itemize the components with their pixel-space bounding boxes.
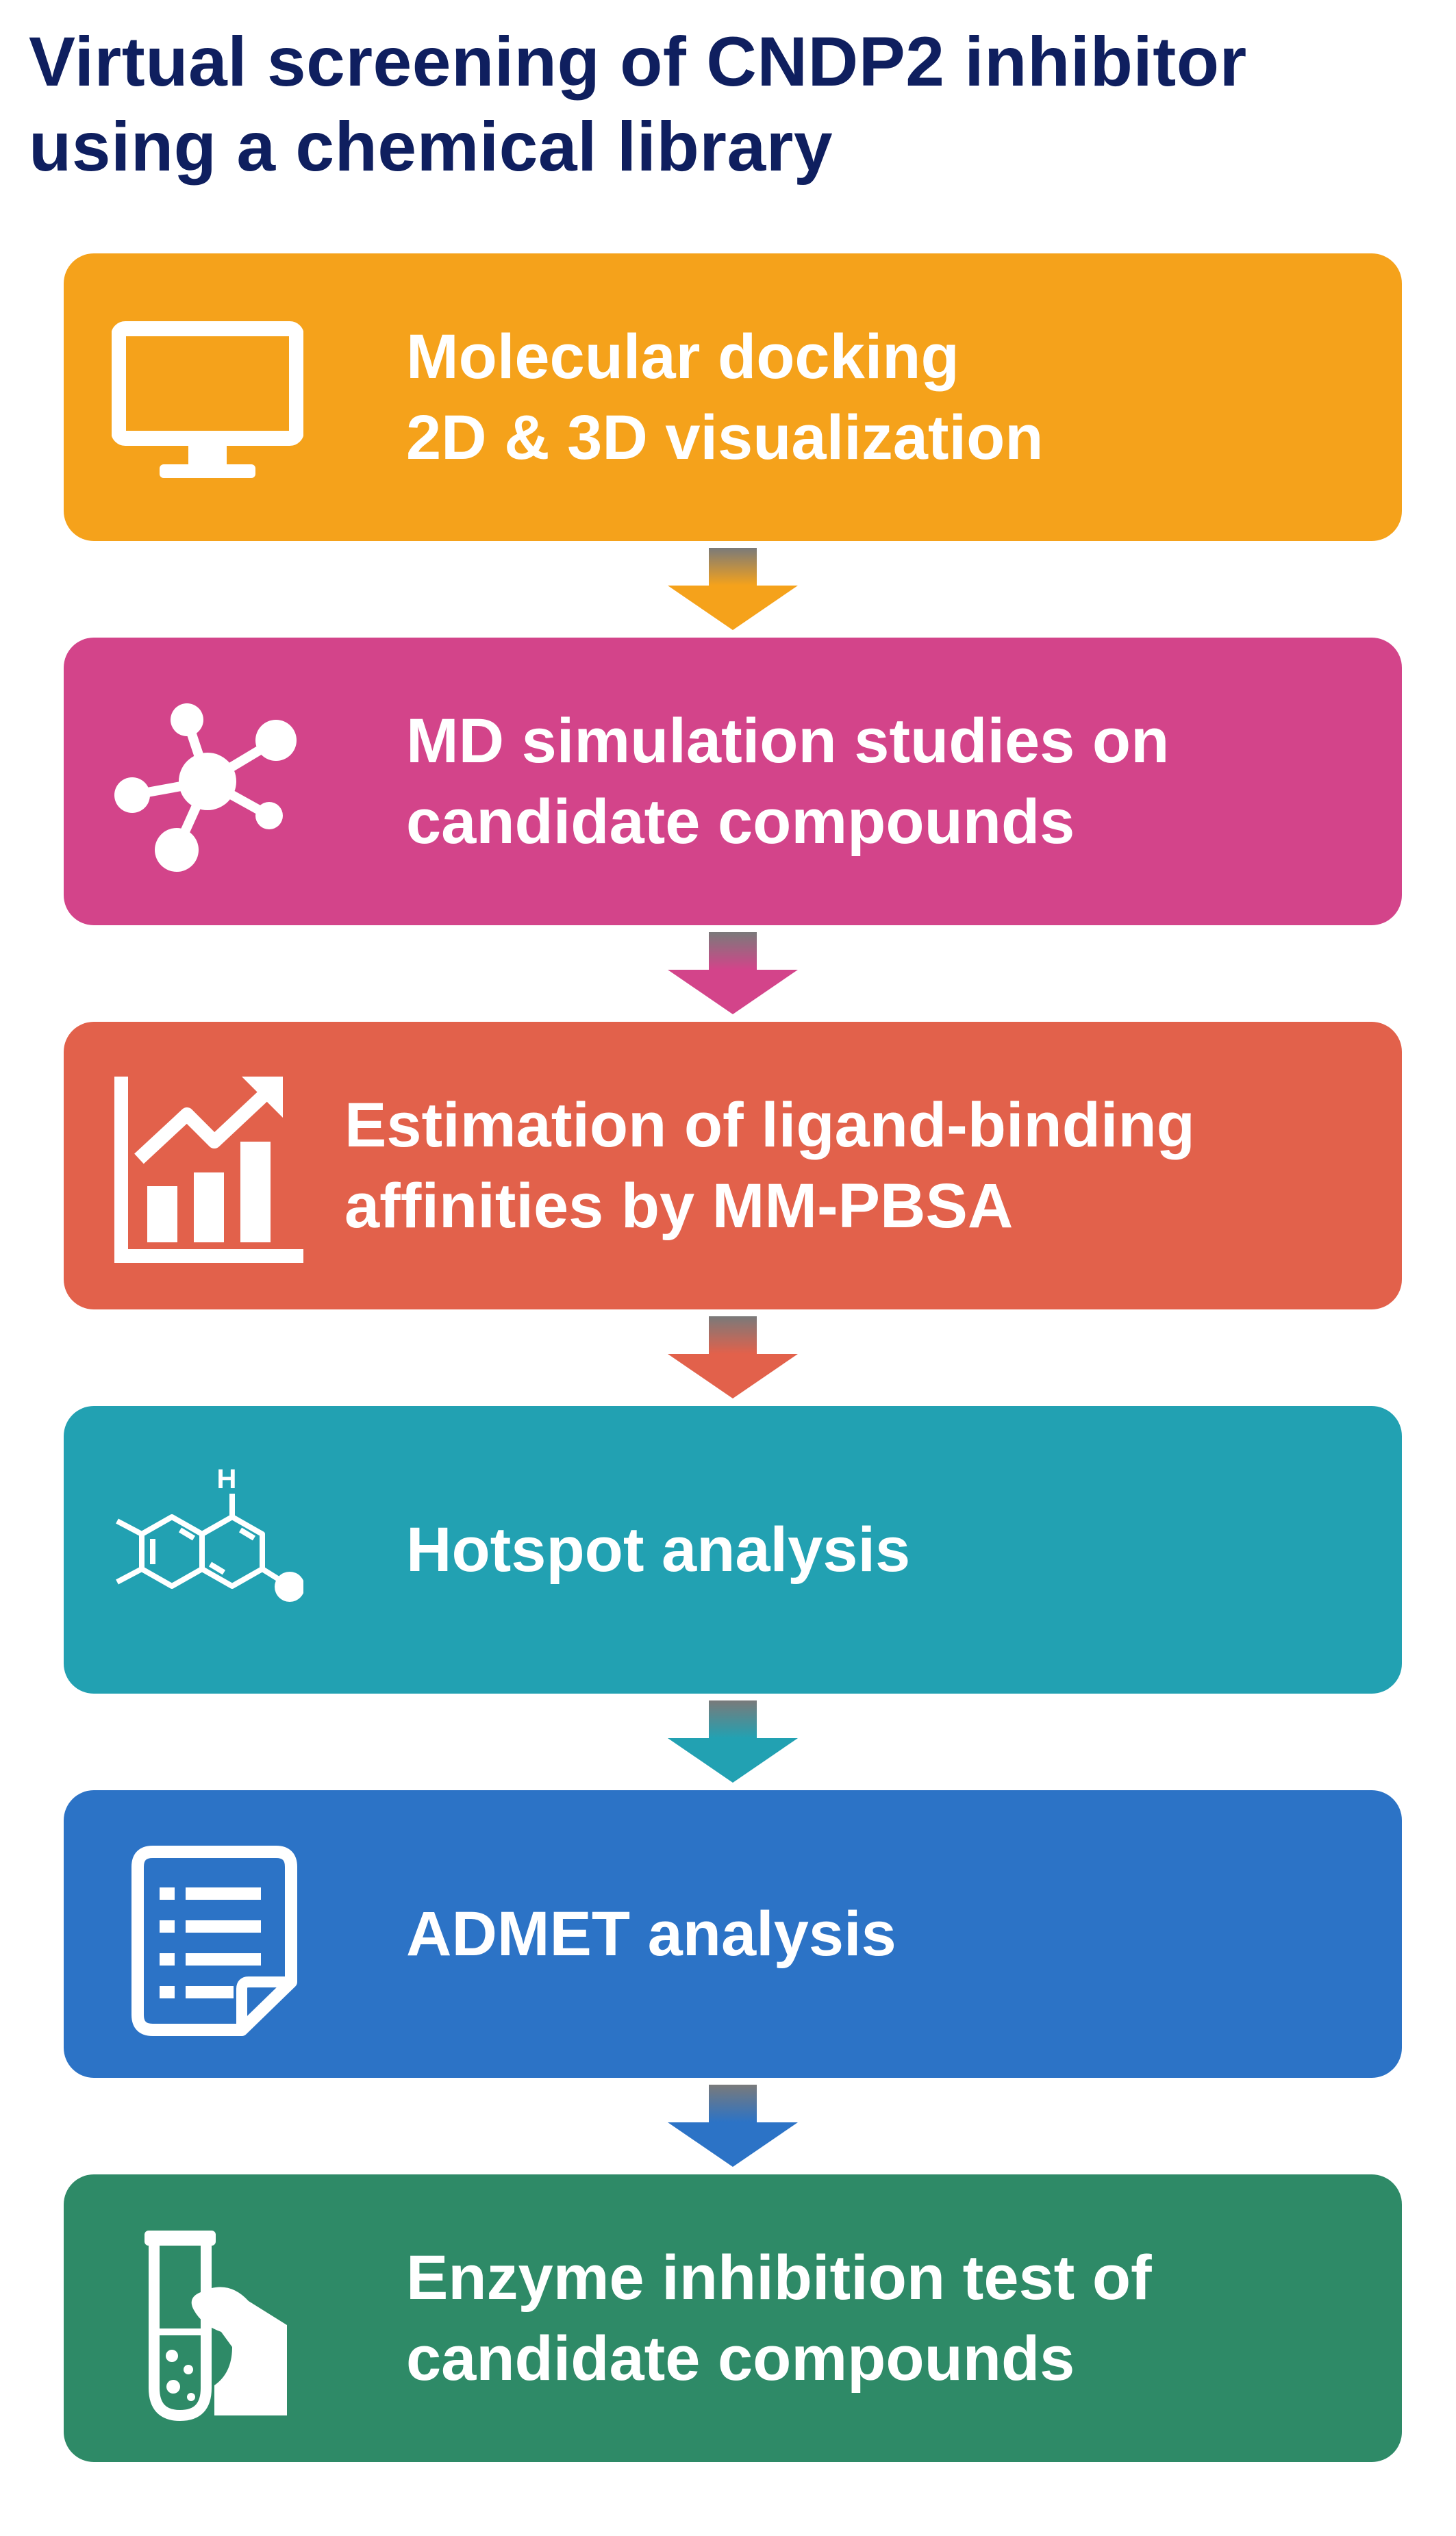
flow-arrow: [668, 548, 798, 630]
step-label: Enzyme inhibition test of candidate comp…: [406, 2243, 1152, 2394]
flow-arrow: [668, 1316, 798, 1398]
document-list-icon: [131, 1846, 297, 2036]
molecule-icon: [114, 703, 297, 872]
step-label: ADMET analysis: [406, 1899, 896, 1969]
flow-arrow: [668, 932, 798, 1014]
step-enzyme-inhibition: Enzyme inhibition test of candidate comp…: [64, 2174, 1402, 2462]
step-hotspot-analysis: H Hotspot analysis: [64, 1406, 1402, 1694]
step-label: Molecular docking 2D & 3D visualization: [406, 322, 1044, 473]
svg-text:H: H: [217, 1464, 237, 1494]
computer-monitor-icon: [112, 321, 303, 478]
step-md-simulation: MD simulation studies on candidate compo…: [64, 638, 1402, 925]
flow-arrow: [668, 1700, 798, 1783]
flow-arrow: [668, 2085, 798, 2167]
step-label: Hotspot analysis: [406, 1515, 911, 1585]
growth-chart-icon: [114, 1077, 303, 1263]
chemical-structure-icon: H: [116, 1464, 303, 1602]
step-admet-analysis: ADMET analysis: [64, 1790, 1402, 2078]
test-tube-hand-icon: [145, 2231, 287, 2421]
step-label: MD simulation studies on candidate compo…: [406, 706, 1170, 857]
diagram-title: Virtual screening of CNDP2 inhibitor usi…: [29, 19, 1440, 189]
step-label: Estimation of ligand-binding affinities …: [344, 1090, 1195, 1241]
step-molecular-docking: Molecular docking 2D & 3D visualization: [64, 253, 1402, 541]
title-line-1: Virtual screening of CNDP2 inhibitor: [29, 23, 1247, 101]
step-mm-pbsa: Estimation of ligand-binding affinities …: [64, 1022, 1402, 1309]
title-line-2: using a chemical library: [29, 108, 833, 186]
